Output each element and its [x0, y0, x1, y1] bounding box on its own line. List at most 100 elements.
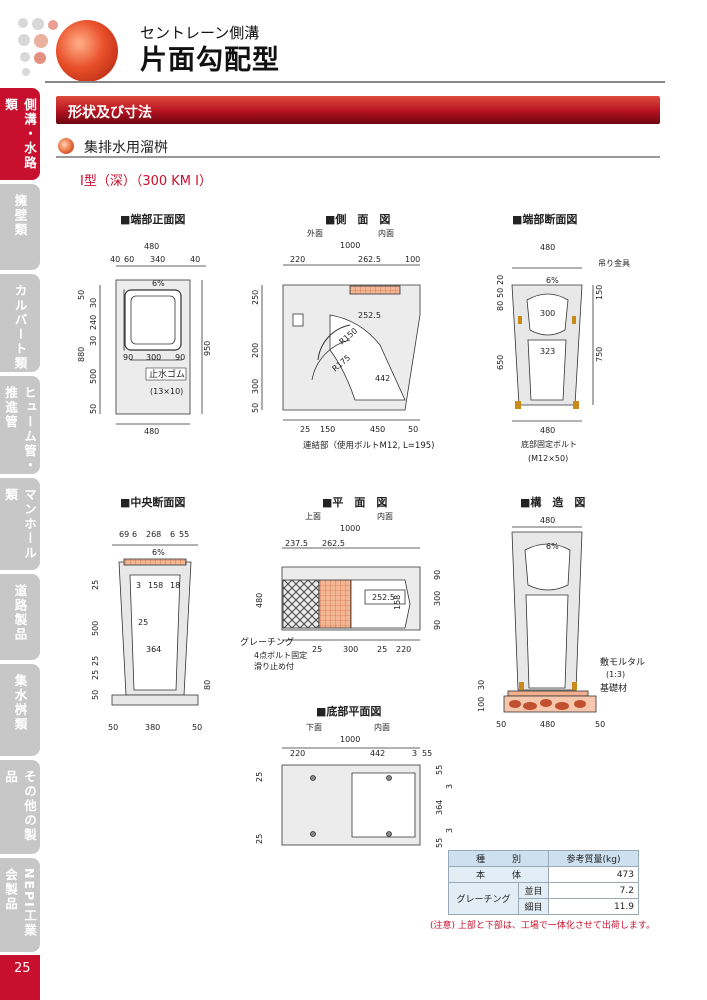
end-front-drawing [99, 265, 206, 425]
plan-bottom-0: 25 [312, 645, 322, 654]
st-bottom-1: 480 [540, 720, 555, 729]
ef-right-height: 950 [203, 341, 212, 356]
bottom-plan-title: ■底部平面図 [316, 705, 382, 718]
ef-left-1: 30 [89, 298, 98, 308]
plan-top-0: 237.5 [285, 539, 308, 548]
st-left-1: 100 [477, 697, 486, 712]
plan-d2: 158 [393, 595, 402, 610]
structure-drawing [503, 526, 597, 713]
cs-left-1: 500 [91, 621, 100, 636]
cs-bottom-0: 50 [108, 723, 118, 732]
plan-bolt2-label: 滑り止め付 [254, 661, 294, 671]
ef-rubber-label: 止水ゴム [149, 368, 185, 380]
sidebar-item-gutter[interactable]: 側溝・水路類 [0, 88, 40, 180]
cs-left-2: 25 [91, 656, 100, 666]
side-top-0: 220 [290, 255, 305, 264]
plan-right-1: 300 [433, 591, 442, 606]
sidebar-item-hume-pipe[interactable]: ヒューム管・推進管 [0, 376, 40, 474]
cs-right: 80 [203, 680, 212, 690]
bp-top-3: 55 [422, 749, 432, 758]
st-bottom-2: 50 [595, 720, 605, 729]
bp-top-0: 220 [290, 749, 305, 758]
table-fine-label: 並目 [518, 882, 549, 899]
sidebar-item-road[interactable]: 道路製品 [0, 574, 40, 660]
side-bottom-1: 150 [320, 425, 335, 434]
es-d1: 300 [540, 309, 555, 318]
cs-mid: 25 [138, 618, 148, 627]
st-bottom-0: 50 [496, 720, 506, 729]
side-left-0: 250 [251, 290, 260, 305]
category-sidebar: 側溝・水路類 擁壁類 カルバート類 ヒューム管・推進管 マンホール類 道路製品 … [0, 88, 40, 1000]
cs-bottom-1: 380 [145, 723, 160, 732]
sidebar-item-retaining-wall[interactable]: 擁壁類 [0, 184, 40, 270]
sidebar-item-nepi[interactable]: NEPI工業会製品 [0, 858, 40, 952]
plan-right-2: 90 [433, 620, 442, 630]
ef-left-4: 500 [89, 369, 98, 384]
side-left-2: 300 [251, 379, 260, 394]
cs-top-1: 6 [132, 530, 137, 539]
table-header-weight: 参考質量(kg) [548, 850, 639, 867]
header-rule [45, 81, 665, 83]
bp-face: 下面 [306, 723, 322, 732]
plan-bottom-1: 300 [343, 645, 358, 654]
es-left-0: 20 [496, 275, 505, 285]
bp-top-1: 442 [370, 749, 385, 758]
plan-bottom-2: 25 [377, 645, 387, 654]
cs-top-4: 55 [179, 530, 189, 539]
side-d1: 252.5 [358, 311, 381, 320]
bottom-plan-drawing [281, 747, 421, 846]
ef-inner-1: 300 [146, 353, 161, 362]
cs-left-0: 25 [91, 580, 100, 590]
sidebar-item-other[interactable]: その他の製品 [0, 760, 40, 854]
side-outer-label: 外面 [307, 228, 323, 238]
plan-top-face: 上面 [305, 512, 321, 521]
st-mortar-ratio: (1:3) [606, 670, 625, 679]
weight-table: 種 別 参考質量(kg) 本 体 473 グレーチング 並目 7.2 細目 11… [448, 850, 639, 915]
ef-left-2: 240 [89, 315, 98, 330]
table-fine-value: 7.2 [548, 882, 639, 899]
ef-dim-top-0: 40 [110, 255, 120, 264]
structure-title: ■構 造 図 [520, 496, 586, 509]
side-top-2: 100 [405, 255, 420, 264]
plan-bolt-label: 4点ボルト固定 [254, 650, 307, 660]
side-bottom-2: 450 [370, 425, 385, 434]
bullet-icon [58, 138, 74, 154]
bp-right-4: 55 [435, 838, 444, 848]
section-bar: 形状及び寸法 [56, 96, 660, 124]
ef-total-height: 880 [77, 347, 86, 362]
ef-slope: 6% [152, 279, 165, 288]
table-grating-label: グレーチング [448, 882, 519, 915]
st-mortar-label: 敷モルタル [600, 656, 645, 668]
end-front-title: ■端部正面図 [120, 213, 186, 226]
side-bottom-0: 25 [300, 425, 310, 434]
page-number: 25 [0, 955, 40, 1000]
center-section-drawing [111, 544, 199, 706]
ef-dim-top-1: 60 [124, 255, 134, 264]
cs-left-3: 25 [91, 670, 100, 680]
sidebar-item-manhole[interactable]: マンホール類 [0, 478, 40, 570]
cs-top-2: 268 [146, 530, 161, 539]
es-right-150: 150 [595, 285, 604, 300]
bp-right-2: 364 [435, 800, 444, 815]
cs-inner-0: 3 [136, 581, 141, 590]
st-left-0: 30 [477, 680, 486, 690]
end-section-drawing [511, 267, 594, 422]
sidebar-item-culvert[interactable]: カルバート類 [0, 274, 40, 372]
es-bolt-size: (M12×50) [528, 454, 568, 463]
sidebar-item-catch-basin[interactable]: 集水桝類 [0, 664, 40, 756]
es-hook-label: 吊り金具 [598, 258, 630, 268]
table-coarse-value: 11.9 [548, 898, 639, 915]
side-width: 1000 [340, 241, 360, 250]
table-coarse-label: 細目 [518, 898, 549, 915]
side-left-3: 50 [251, 403, 260, 413]
ef-inner-2: 90 [175, 353, 185, 362]
es-width: 480 [540, 243, 555, 252]
plan-width: 1000 [340, 524, 360, 533]
side-view-drawing [261, 264, 421, 421]
cs-slope: 6% [152, 548, 165, 557]
st-width: 480 [540, 516, 555, 525]
cs-d1: 364 [146, 645, 161, 654]
plan-right-0: 90 [433, 570, 442, 580]
es-d2: 323 [540, 347, 555, 356]
